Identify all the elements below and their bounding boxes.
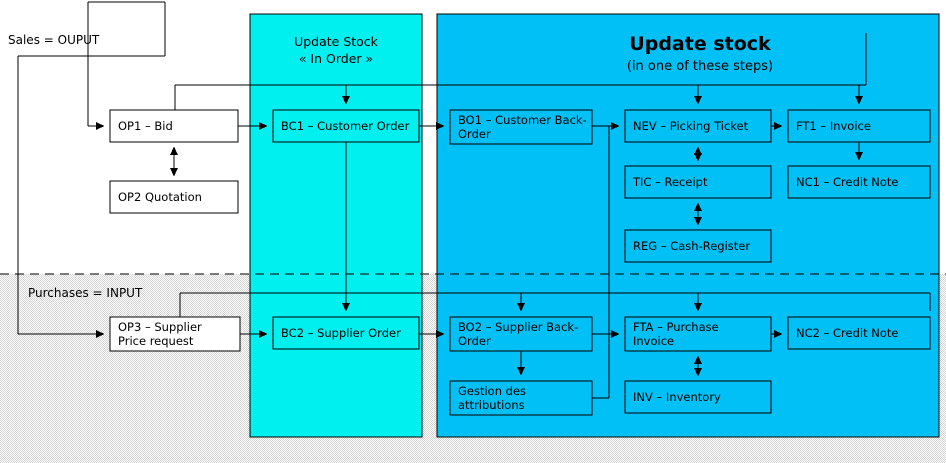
panel-update-stock-title-line2: (in one of these steps) [627,59,773,74]
node-box[interactable] [787,109,931,143]
edge-feedback-bus-top [174,33,867,110]
node-bo1[interactable]: BO1 – Customer Back-Order [449,109,593,145]
node-box[interactable] [787,316,931,350]
node-box[interactable] [624,316,772,352]
node-label: OP2 Quotation [118,190,202,204]
node-label: BC2 – Supplier Order [281,326,401,340]
node-label: INV – Inventory [633,390,721,404]
node-label: NEV – Picking Ticket [633,119,749,133]
panel-stock-in-order-title-line1: Update Stock [294,34,379,49]
node-box[interactable] [624,165,772,199]
node-bc1[interactable]: BC1 – Customer Order [272,109,420,143]
node-label: Order [458,127,491,141]
node-label: NC2 – Credit Note [796,326,898,340]
node-label: Order [458,334,491,348]
node-label: Gestion des [458,384,526,398]
node-box[interactable] [449,316,593,352]
node-box[interactable] [449,109,593,145]
node-box[interactable] [109,180,239,214]
panel-stock-in-order [249,13,423,438]
node-op2[interactable]: OP2 Quotation [109,180,239,214]
node-op1[interactable]: OP1 – Bid [109,109,239,143]
node-label: BO2 – Supplier Back- [458,320,578,334]
node-reg[interactable]: REG – Cash-Register [624,229,772,263]
node-box[interactable] [109,109,239,143]
node-tic[interactable]: TIC – Receipt [624,165,772,199]
node-nc2[interactable]: NC2 – Credit Note [787,316,931,350]
node-label: FTA – Purchase [633,320,719,334]
node-label: Price request [118,334,194,348]
node-box[interactable] [272,316,420,350]
node-bo2[interactable]: BO2 – Supplier Back-Order [449,316,593,352]
edge-sales-return-loop [17,1,166,338]
node-box[interactable] [624,380,772,414]
node-label: BO1 – Customer Back- [458,113,587,127]
zone-label-purchases: Purchases = INPUT [28,286,143,300]
panel-update-stock-title-line1: Update stock [629,33,771,55]
node-nc1[interactable]: NC1 – Credit Note [787,165,931,199]
node-label: OP1 – Bid [118,119,173,133]
node-box[interactable] [787,165,931,199]
panel-stock-in-order-title-line2: « In Order » [299,51,373,66]
panel-update-stock [436,13,940,438]
node-box[interactable] [624,109,772,143]
node-label: NC1 – Credit Note [796,175,898,189]
zone-label-sales: Sales = OUPUT [8,33,100,47]
node-label: REG – Cash-Register [633,239,750,253]
node-ft1[interactable]: FT1 – Invoice [787,109,931,143]
node-box[interactable] [449,380,593,416]
node-label: Invoice [633,334,674,348]
node-label: FT1 – Invoice [796,119,871,133]
node-box[interactable] [109,316,241,352]
edge-bo1-nev [592,122,620,398]
node-box[interactable] [624,229,772,263]
node-label: BC1 – Customer Order [281,119,410,133]
node-label: OP3 – Supplier [118,320,202,334]
node-box[interactable] [272,109,420,143]
node-label: attributions [458,398,525,412]
node-bc2[interactable]: BC2 – Supplier Order [272,316,420,350]
node-inv[interactable]: INV – Inventory [624,380,772,414]
node-label: TIC – Receipt [632,175,708,189]
node-nev[interactable]: NEV – Picking Ticket [624,109,772,143]
